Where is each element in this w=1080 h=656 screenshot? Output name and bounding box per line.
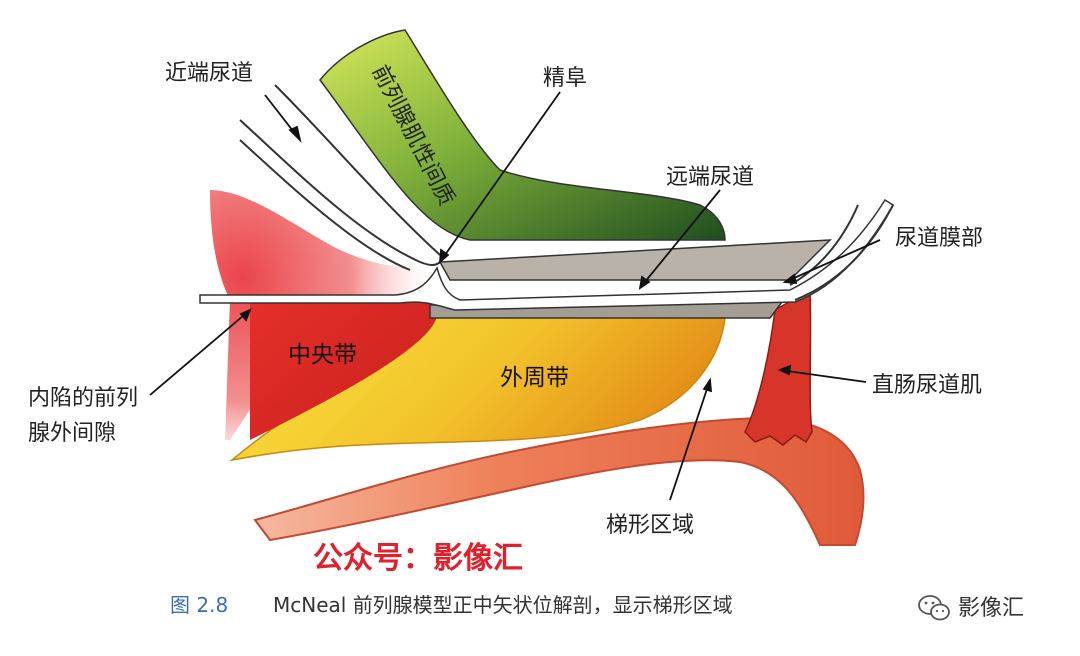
label-verumontanum: 精阜 bbox=[543, 66, 587, 91]
caption-figure-number: 图 2.8 bbox=[170, 593, 228, 617]
urethra-wall bbox=[438, 239, 832, 281]
label-peripheral-zone: 外周带 bbox=[500, 365, 569, 391]
label-central-zone: 中央带 bbox=[288, 342, 357, 368]
central-zone-shape bbox=[250, 275, 441, 440]
membranous-urethra-line-a bbox=[789, 204, 859, 286]
membranous-urethra-line-b bbox=[794, 204, 894, 301]
proximal-urethra-line-outer bbox=[239, 119, 441, 266]
rectourethral-muscle-shape bbox=[744, 288, 813, 446]
brand-name: 影像汇 bbox=[958, 596, 1024, 621]
label-trapezoid-area: 梯形区域 bbox=[606, 513, 694, 538]
fibromuscular-stroma-shape bbox=[319, 29, 726, 241]
label-ejaculatory-space-line2: 腺外间隙 bbox=[28, 421, 116, 446]
proximal-urethra-line-inner bbox=[239, 139, 411, 271]
caption-text: McNeal 前列腺模型正中矢状位解剖，显示梯形区域 bbox=[273, 593, 733, 617]
label-rectourethralis: 直肠尿道肌 bbox=[872, 373, 982, 398]
label-ejaculatory-space-line1: 内陷的前列 bbox=[28, 386, 138, 411]
urethral-lumen bbox=[199, 198, 895, 311]
label-distal-urethra: 远端尿道 bbox=[666, 165, 754, 190]
rectum bbox=[253, 416, 865, 546]
wechat-icon bbox=[918, 595, 950, 621]
proximal-urethra-line-stroma bbox=[274, 84, 441, 256]
label-membranous-urethra: 尿道膜部 bbox=[895, 226, 983, 251]
label-proximal-urethra: 近端尿道 bbox=[165, 61, 253, 86]
watermark-text: 公众号：影像汇 bbox=[313, 541, 523, 576]
pointer-arrows bbox=[149, 91, 881, 501]
